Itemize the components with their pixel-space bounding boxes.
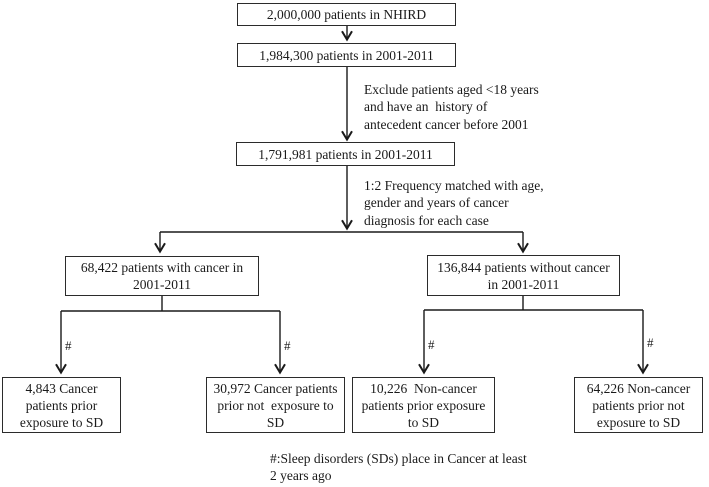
node-noncancer-sd-label: 10,226 Non-cancer patients prior exposur… <box>361 380 486 430</box>
node-cancer-sd: 4,843 Cancer patients prior exposure to … <box>2 377 121 433</box>
hash-label-noncancer-no-sd: # <box>647 335 654 350</box>
node-cancer-label: 68,422 patients with cancer in 2001-2011 <box>80 260 244 292</box>
node-non-cancer-label: 136,844 patients without cancer in 2001-… <box>437 259 610 292</box>
annotation-exclusion: Exclude patients aged <18 years and have… <box>364 82 539 132</box>
node-non-cancer: 136,844 patients without cancer in 2001-… <box>427 255 620 296</box>
node-cohort-label: 1,984,300 patients in 2001-2011 <box>259 47 434 63</box>
node-cancer-sd-label: 4,843 Cancer patients prior exposure to … <box>19 380 104 430</box>
node-cancer-no-sd: 30,972 Cancer patients prior not exposur… <box>206 377 345 433</box>
node-noncancer-sd: 10,226 Non-cancer patients prior exposur… <box>352 377 495 433</box>
node-eligible: 1,791,981 patients in 2001-2011 <box>236 142 455 166</box>
annotation-matching: 1:2 Frequency matched with age, gender a… <box>364 178 544 228</box>
hash-label-cancer-sd: # <box>65 338 72 353</box>
node-noncancer-no-sd-label: 64,226 Non-cancer patients prior not exp… <box>586 380 691 430</box>
node-cohort: 1,984,300 patients in 2001-2011 <box>237 43 456 67</box>
footnote: #:Sleep disorders (SDs) place in Cancer … <box>270 451 527 484</box>
node-cancer: 68,422 patients with cancer in 2001-2011 <box>65 256 259 296</box>
node-cancer-no-sd-label: 30,972 Cancer patients prior not exposur… <box>213 380 338 430</box>
node-eligible-label: 1,791,981 patients in 2001-2011 <box>258 146 433 162</box>
node-noncancer-no-sd: 64,226 Non-cancer patients prior not exp… <box>574 377 703 433</box>
hash-label-noncancer-sd: # <box>428 337 435 352</box>
hash-label-cancer-no-sd: # <box>284 338 291 353</box>
node-nhird-label: 2,000,000 patients in NHIRD <box>266 7 427 22</box>
node-nhird: 2,000,000 patients in NHIRD <box>237 3 456 26</box>
